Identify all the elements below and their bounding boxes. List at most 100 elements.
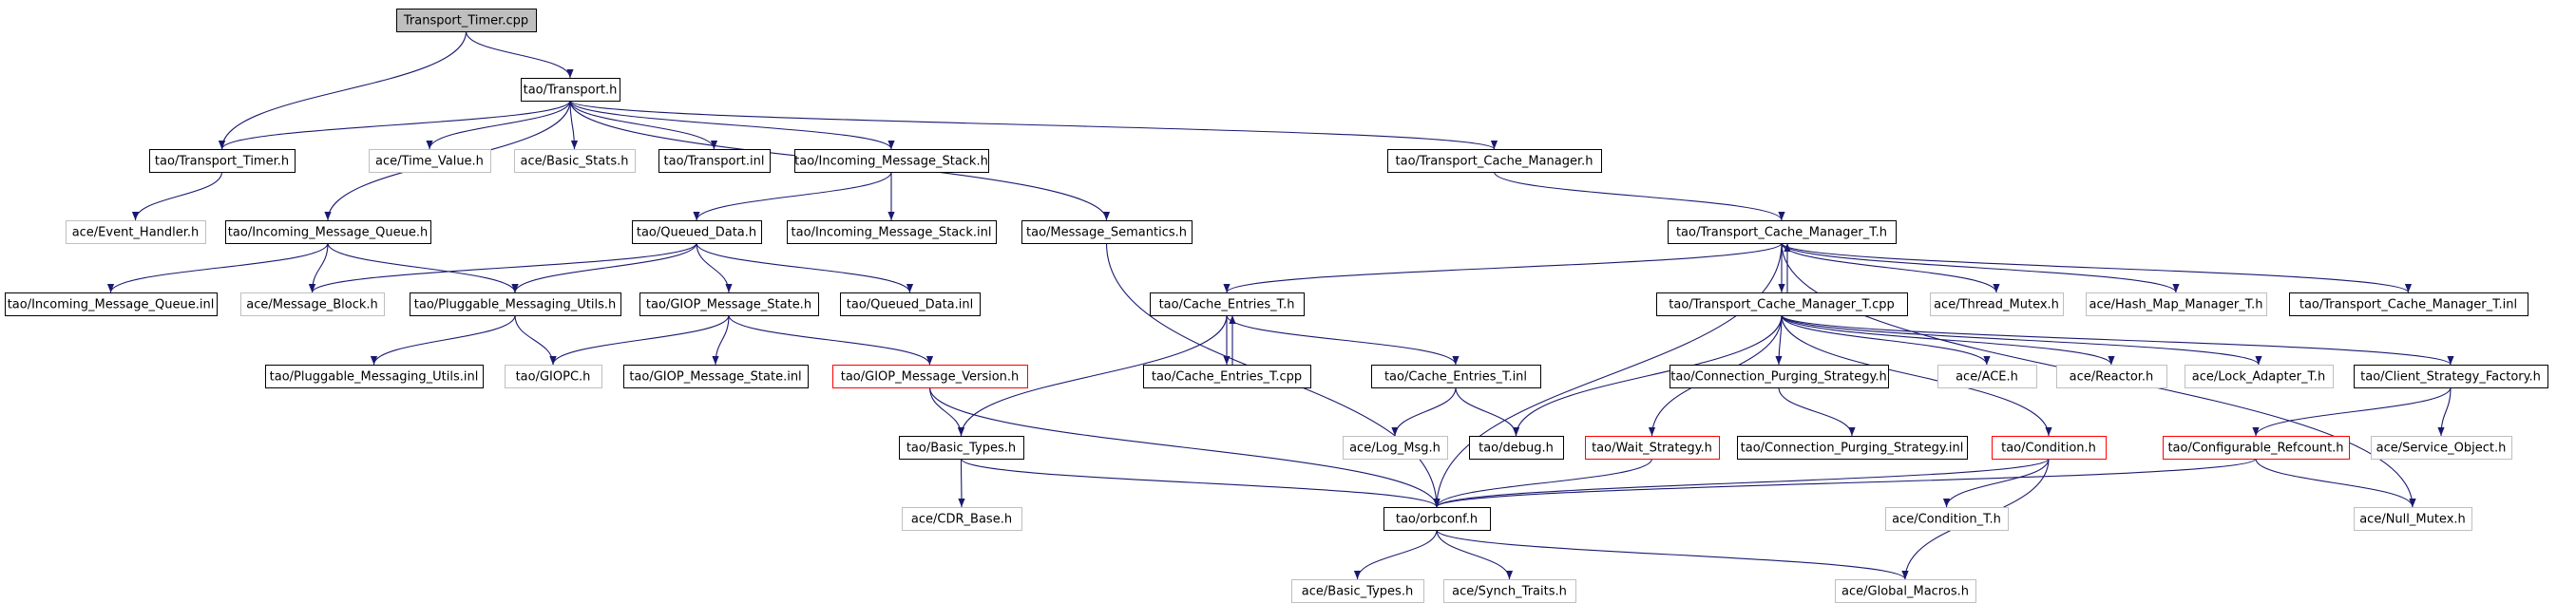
dependency-edge-tcm_t_cpp-to-debug_h (1512, 314, 1783, 437)
graph-node-incoming-queue-inl[interactable]: tao/Incoming_Message_Queue.inl (5, 292, 218, 316)
node-box (1443, 579, 1576, 603)
node-box (2289, 292, 2528, 316)
graph-node-giopc: tao/GIOPC.h (505, 365, 602, 388)
node-box (240, 292, 385, 316)
dependency-edge-queued_data_h-to-queued_data_inl (696, 242, 914, 293)
dependency-edge-basic_types_tao-to-orbconf (960, 458, 1441, 508)
dependency-edge-condition_h-to-orbconf (1433, 458, 2050, 508)
node-label: ace/Global_Macros.h (1841, 585, 1969, 599)
graph-node-queued-data-inl[interactable]: tao/Queued_Data.inl (840, 292, 981, 316)
dependency-edge-cache_entries_h-to-cache_entries_inl (1226, 314, 1460, 366)
node-box (1585, 436, 1720, 460)
graph-node-pmu-inl[interactable]: tao/Pluggable_Messaging_Utils.inl (265, 365, 484, 388)
graph-node-conf-refcount[interactable]: tao/Configurable_Refcount.h (2163, 436, 2350, 460)
graph-node-giop-state-inl[interactable]: tao/GIOP_Message_State.inl (623, 365, 809, 388)
graph-node-tcm-h[interactable]: tao/Transport_Cache_Manager.h (1387, 149, 1602, 173)
node-label: tao/Connection_Purging_Strategy.h (1670, 370, 1887, 385)
dependency-edge-tcm_t_cpp-to-reactor (1781, 314, 2115, 366)
graph-node-tcm-t-h[interactable]: tao/Transport_Cache_Manager_T.h (1668, 220, 1897, 244)
dependency-edge-giop_state_h-to-giopc (549, 314, 730, 366)
dependency-edge-incoming_queue_h-to-incoming_queue_inl (106, 242, 329, 293)
node-box (1383, 507, 1491, 531)
node-box (505, 365, 602, 388)
node-label: tao/Transport_Cache_Manager_T.inl (2299, 298, 2517, 312)
node-label: ace/Time_Value.h (375, 155, 484, 169)
dependency-edge-cache_entries_inl-to-log_msg (1391, 386, 1457, 437)
graph-node-tcm-t-cpp[interactable]: tao/Transport_Cache_Manager_T.cpp (1656, 292, 1908, 316)
node-box (396, 9, 537, 32)
graph-node-incoming-stack-inl[interactable]: tao/Incoming_Message_Stack.inl (787, 220, 997, 244)
node-label: tao/GIOP_Message_State.h (646, 298, 811, 312)
graph-node-queued-data-h[interactable]: tao/Queued_Data.h (632, 220, 762, 244)
graph-node-root[interactable]: Transport_Timer.cpp (396, 9, 537, 32)
dependency-edge-transport_h-to-transport_timer_h (219, 100, 571, 150)
graph-node-orbconf[interactable]: tao/orbconf.h (1383, 507, 1491, 531)
node-box (1668, 220, 1897, 244)
node-box (1930, 292, 2064, 316)
node-label: tao/Transport.h (524, 84, 618, 98)
node-box (1656, 292, 1908, 316)
graph-node-cache-entries-h[interactable]: tao/Cache_Entries_T.h (1150, 292, 1305, 316)
graph-node-message-block: ace/Message_Block.h (240, 292, 385, 316)
node-label: tao/Transport_Cache_Manager.h (1396, 155, 1593, 169)
graph-node-debug-h[interactable]: tao/debug.h (1469, 436, 1564, 460)
node-label: ace/Hash_Map_Manager_T.h (2089, 298, 2263, 312)
dependency-edge-giop_state_h-to-giop_state_inl (712, 314, 730, 366)
graph-node-incoming-stack-h[interactable]: tao/Incoming_Message_Stack.h (794, 149, 989, 173)
dependency-edge-conf_refcount-to-orbconf (1433, 458, 2257, 508)
graph-node-giop-state-h[interactable]: tao/GIOP_Message_State.h (639, 292, 819, 316)
node-box (1885, 507, 2009, 531)
graph-node-transport-h[interactable]: tao/Transport.h (521, 78, 620, 102)
graph-node-hash-map: ace/Hash_Map_Manager_T.h (2086, 292, 2267, 316)
dependency-edge-queued_data_h-to-message_block (309, 242, 697, 293)
graph-node-csf-h[interactable]: tao/Client_Strategy_Factory.h (2354, 365, 2548, 388)
dependency-edge-root-to-transport_h (465, 30, 574, 79)
node-box (514, 149, 636, 173)
node-box (632, 220, 762, 244)
node-box (1343, 436, 1448, 460)
graph-node-tcm-t-inl[interactable]: tao/Transport_Cache_Manager_T.inl (2289, 292, 2528, 316)
node-label: tao/Queued_Data.h (637, 226, 756, 240)
graph-node-cps-h[interactable]: tao/Connection_Purging_Strategy.h (1670, 365, 1889, 388)
dependency-edge-root-to-transport_timer_h (218, 30, 467, 150)
graph-node-synch-traits: ace/Synch_Traits.h (1443, 579, 1576, 603)
graph-node-transport-timer-h[interactable]: tao/Transport_Timer.h (149, 149, 296, 173)
node-label: tao/Message_Semantics.h (1026, 226, 1187, 240)
dependency-edge-pmu_h-to-pmu_inl (370, 314, 516, 366)
node-label: tao/orbconf.h (1396, 513, 1478, 527)
graph-node-condition-h[interactable]: tao/Condition.h (1992, 436, 2107, 460)
graph-node-transport-inl[interactable]: tao/Transport.inl (658, 149, 771, 173)
graph-node-wait-strategy[interactable]: tao/Wait_Strategy.h (1585, 436, 1720, 460)
dependency-edge-basic_types_tao-to-cdr_base (958, 458, 965, 508)
dependency-edge-giop_state_h-to-giop_version_h (728, 314, 934, 366)
graph-node-cache-entries-cpp[interactable]: tao/Cache_Entries_T.cpp (1143, 365, 1311, 388)
node-label: tao/Queued_Data.inl (847, 298, 974, 312)
dependency-edge-transport_h-to-incoming_stack_h (569, 100, 895, 150)
dependency-edge-pmu_h-to-giopc (514, 314, 557, 366)
graph-node-giop-version-h[interactable]: tao/GIOP_Message_Version.h (832, 365, 1028, 388)
graph-node-lock-adapter: ace/Lock_Adapter_T.h (2185, 365, 2334, 388)
graph-node-basic-types-tao[interactable]: tao/Basic_Types.h (899, 436, 1024, 460)
graph-node-basic-types-ace: ace/Basic_Types.h (1291, 579, 1424, 603)
node-label: tao/Connection_Purging_Strategy.inl (1741, 442, 1964, 456)
node-label: ace/Reactor.h (2070, 370, 2154, 385)
dependency-edge-tcm_h-to-tcm_t_h (1493, 171, 1785, 221)
graph-node-msg-semantics[interactable]: tao/Message_Semantics.h (1021, 220, 1193, 244)
node-box (265, 365, 484, 388)
node-label: ace/Synch_Traits.h (1452, 585, 1567, 599)
node-label: tao/GIOPC.h (516, 370, 591, 385)
graph-node-condition-t: ace/Condition_T.h (1885, 507, 2009, 531)
graph-node-global-macros: ace/Global_Macros.h (1835, 579, 1976, 603)
graph-node-cache-entries-inl[interactable]: tao/Cache_Entries_T.inl (1371, 365, 1541, 388)
node-label: ace/Lock_Adapter_T.h (2192, 370, 2325, 385)
graph-node-incoming-queue-h[interactable]: tao/Incoming_Message_Queue.h (225, 220, 431, 244)
graph-node-cps-inl[interactable]: tao/Connection_Purging_Strategy.inl (1737, 436, 1968, 460)
node-box (1371, 365, 1541, 388)
node-box (1150, 292, 1305, 316)
node-box (794, 149, 989, 173)
dependency-edge-orbconf-to-synch_traits (1436, 529, 1514, 580)
node-box (2185, 365, 2334, 388)
node-box (2354, 365, 2548, 388)
graph-node-pmu-h[interactable]: tao/Pluggable_Messaging_Utils.h (410, 292, 621, 316)
